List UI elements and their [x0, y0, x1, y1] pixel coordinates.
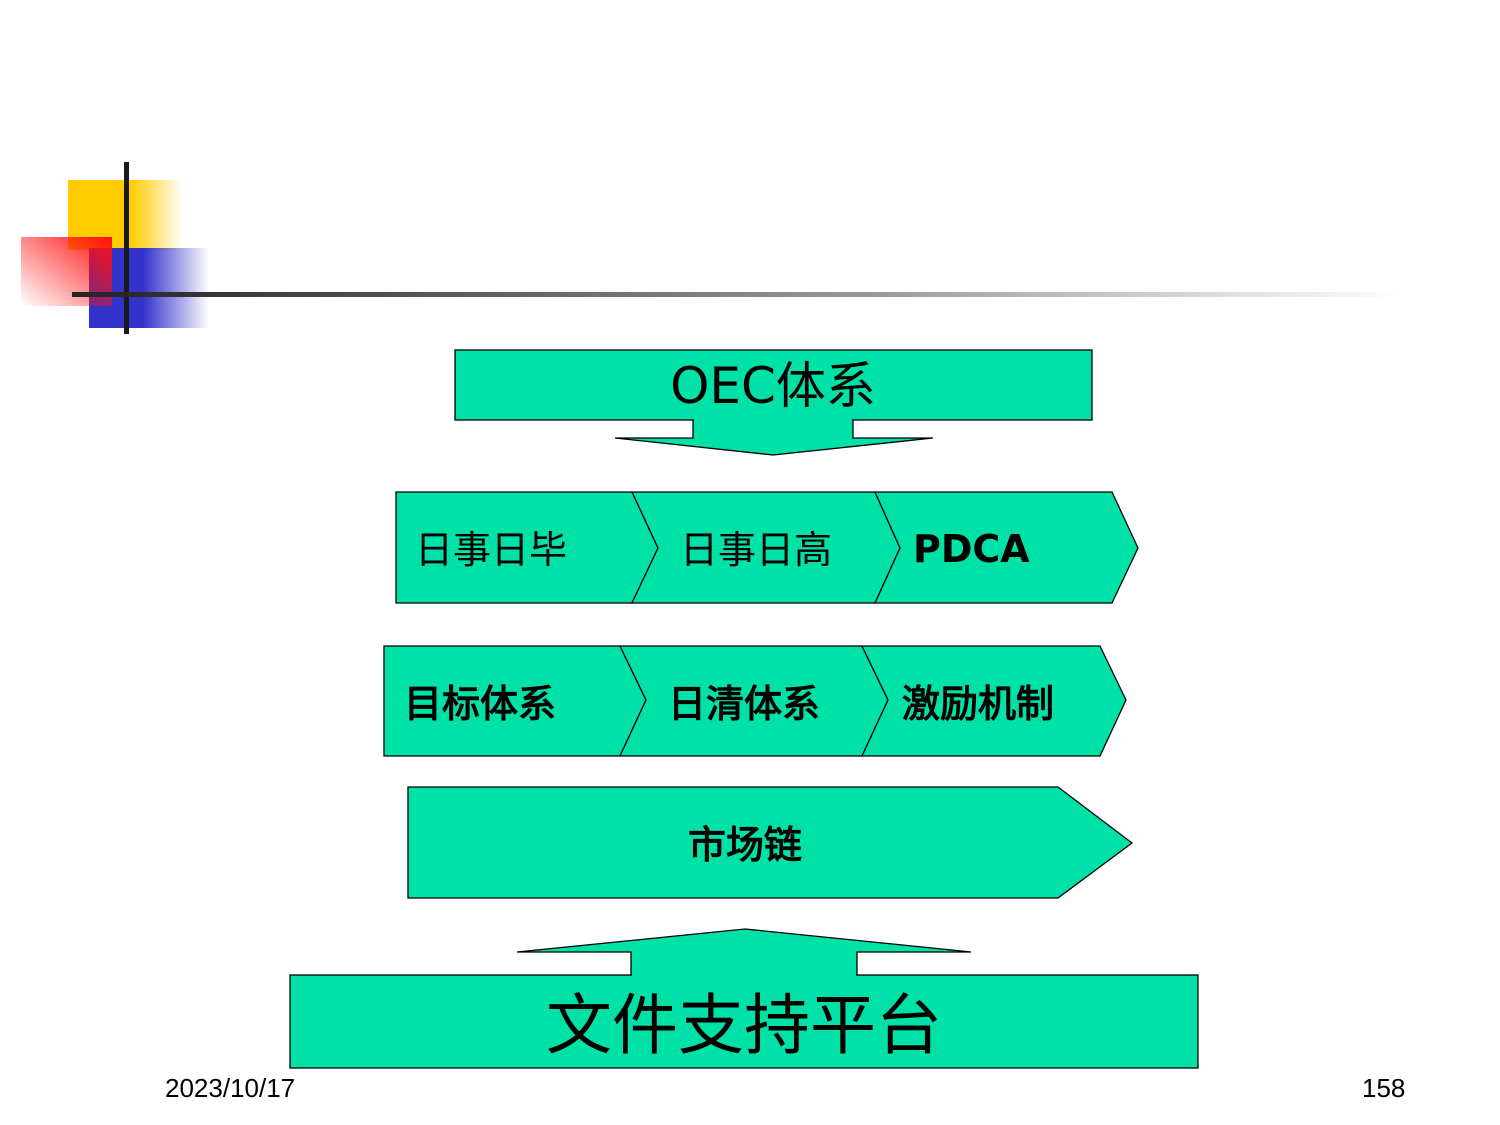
slide-date: 2023/10/17 [165, 1073, 296, 1103]
row2-chevrons: 目标体系 日清体系 激励机制 [383, 645, 1127, 757]
oec-callout: OEC体系 [454, 349, 1093, 456]
row1-item-2: 日事日高 [680, 528, 832, 572]
market-chain-label: 市场链 [688, 823, 802, 867]
row2-item-3: 激励机制 [902, 682, 1054, 726]
decorative-logo [21, 162, 1402, 334]
document-platform-label: 文件支持平台 [546, 987, 942, 1064]
slide-number: 158 [1362, 1073, 1406, 1103]
market-chain-arrow: 市场链 [407, 786, 1134, 899]
document-platform-callout: 文件支持平台 [289, 928, 1199, 1069]
row2-item-1: 目标体系 [404, 682, 556, 726]
row2-item-2: 日清体系 [668, 682, 820, 726]
oec-label: OEC体系 [670, 357, 876, 415]
row1-item-1: 日事日毕 [415, 528, 567, 572]
row1-chevrons: 日事日毕 日事日高 PDCA [395, 491, 1139, 604]
row1-item-3: PDCA [913, 527, 1030, 571]
